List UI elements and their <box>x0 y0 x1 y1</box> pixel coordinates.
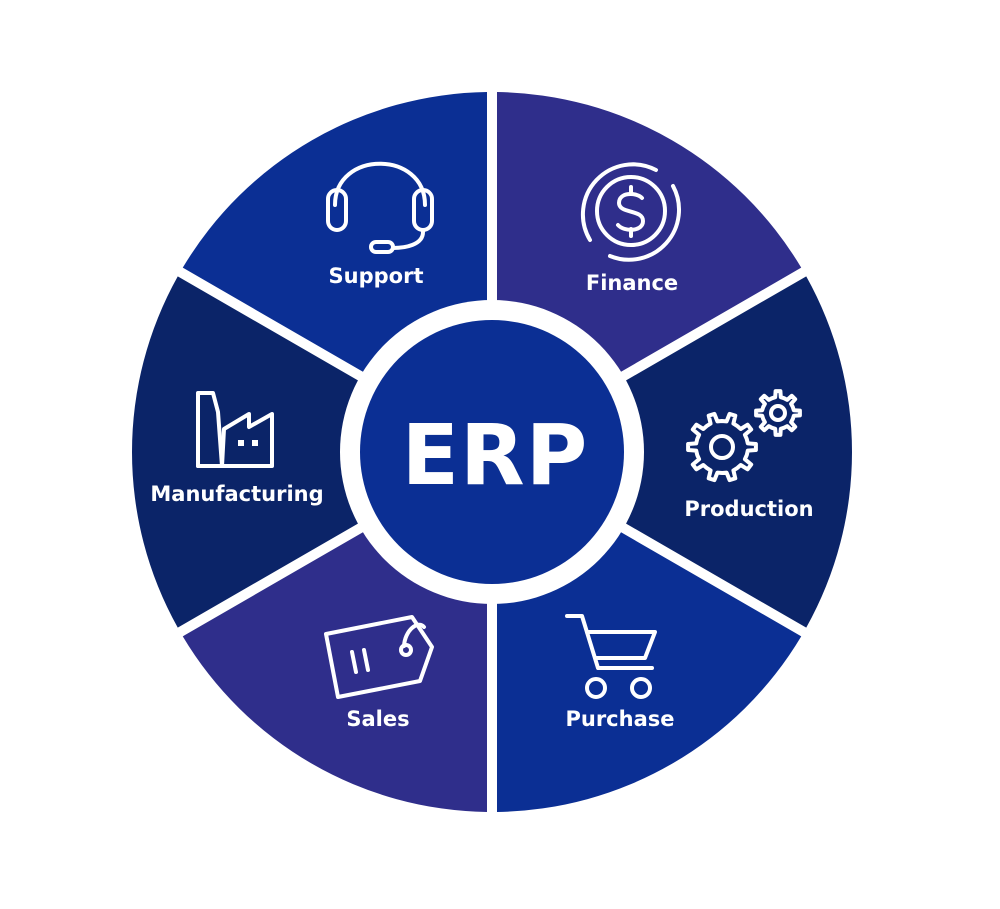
segment-label-manufacturing: Manufacturing <box>150 482 323 506</box>
gears-icon <box>686 389 802 483</box>
segment-label-purchase: Purchase <box>565 707 674 731</box>
segment-finance[interactable] <box>496 92 802 373</box>
segment-production[interactable] <box>624 276 852 628</box>
price-tag-icon <box>324 615 434 699</box>
segment-label-sales: Sales <box>346 707 409 731</box>
shopping-cart-icon <box>565 614 657 699</box>
center-label: ERP <box>402 406 589 504</box>
headset-icon <box>326 161 434 254</box>
segment-label-support: Support <box>329 264 424 288</box>
segment-label-finance: Finance <box>586 271 678 295</box>
center-hub[interactable] <box>360 320 624 584</box>
dollar-coin-icon <box>580 162 681 262</box>
segment-support[interactable] <box>182 92 488 373</box>
segment-label-production: Production <box>684 497 813 521</box>
factory-icon <box>196 391 274 468</box>
segment-manufacturing[interactable] <box>132 276 360 628</box>
segment-purchase[interactable] <box>496 531 802 812</box>
segment-wedges <box>132 92 852 812</box>
